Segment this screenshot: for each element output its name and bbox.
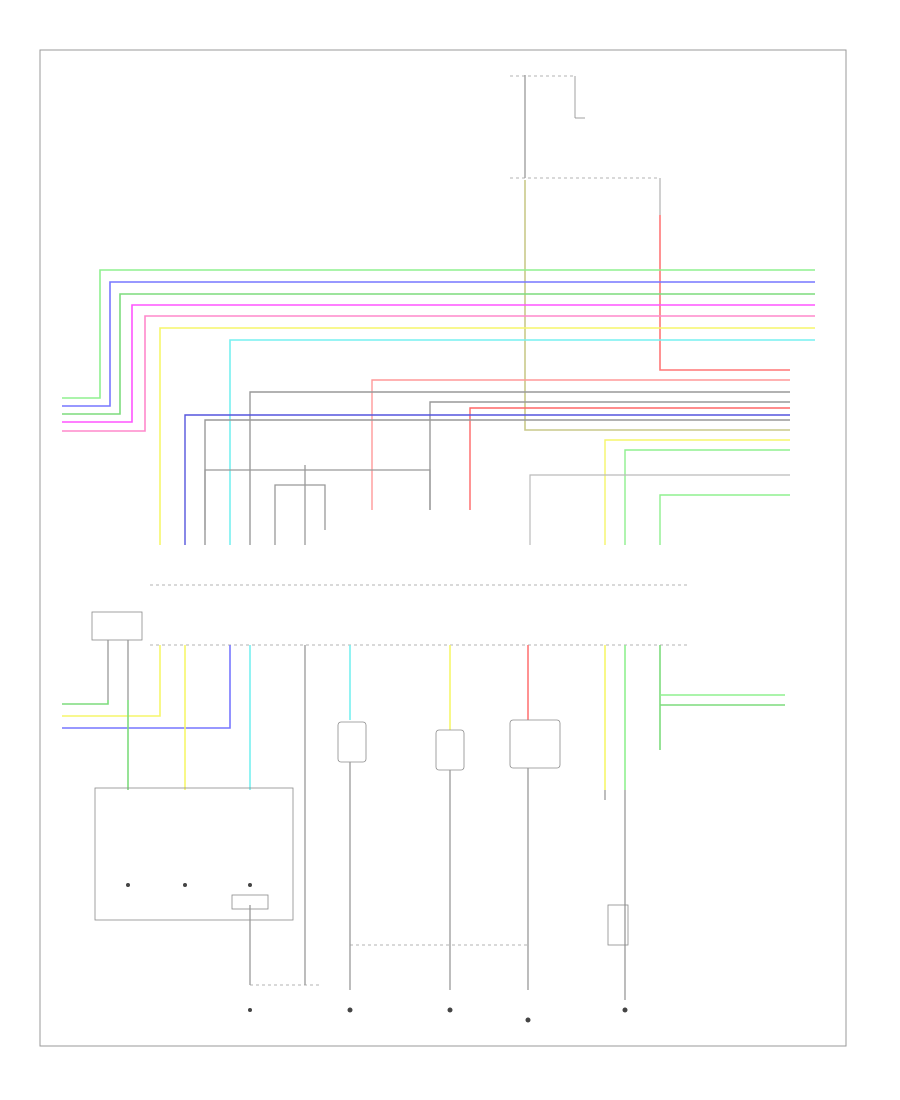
wire-left-yellow: [62, 645, 161, 717]
ground-point-3: [447, 1007, 453, 1013]
combination-meter: [94, 787, 294, 921]
wire-left-blue: [62, 645, 231, 729]
diagram-frame: [39, 49, 847, 1047]
ground-point-5: [622, 1007, 628, 1013]
ground-wires: [249, 762, 530, 990]
top-fuse-box: [510, 75, 661, 215]
harness-bundle-right: [184, 379, 790, 545]
harness-bundle-top: [62, 269, 815, 545]
wire-olive-trunk: [524, 180, 790, 431]
wire-red-feed: [659, 215, 790, 371]
left-component: [91, 611, 143, 700]
lower-drops: [127, 645, 661, 985]
wire-gray-loop-1: [204, 469, 431, 530]
ground-point-1: [248, 1008, 252, 1012]
sensor-box-3: [509, 719, 561, 769]
front-left-speed-sensor: [337, 721, 367, 763]
front-right-speed-sensor: [435, 729, 465, 771]
ground-point-4: [525, 1017, 531, 1023]
ground-point-2: [347, 1007, 353, 1013]
wire-left-green: [62, 700, 109, 705]
combination-switch: [604, 790, 629, 1000]
wire-gray-loop-2: [274, 484, 326, 545]
ecm-box: [150, 584, 690, 646]
